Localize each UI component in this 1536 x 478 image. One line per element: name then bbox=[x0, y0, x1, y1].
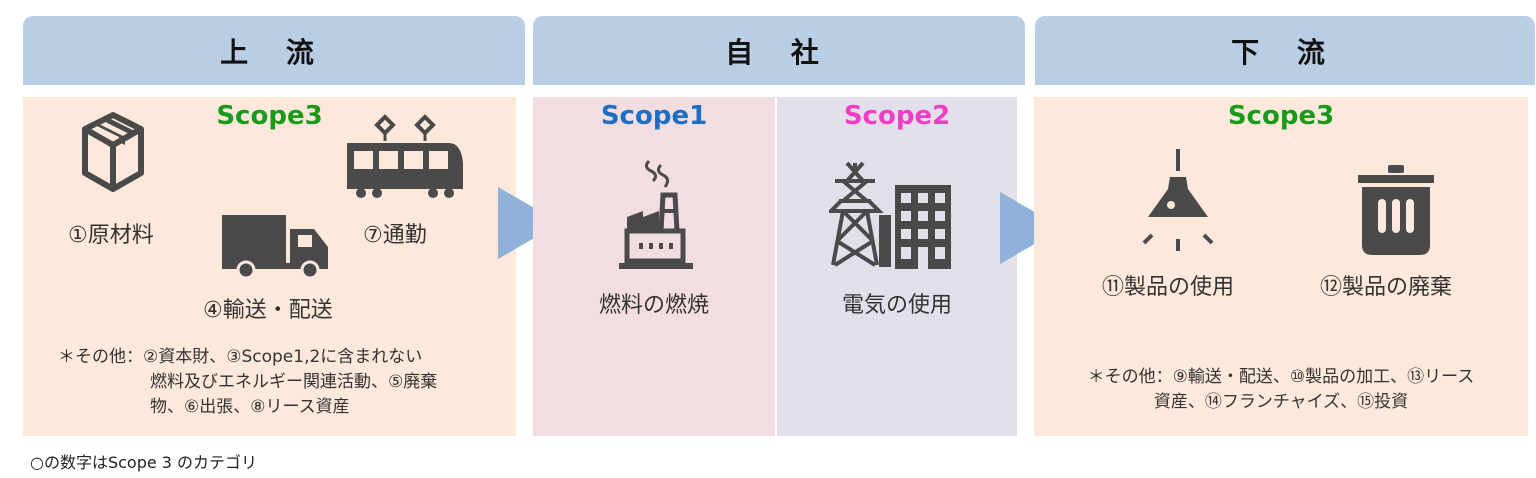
panel-scope2: Scope2 電気の使用 bbox=[777, 97, 1017, 436]
downstream-note-line-1: ＊その他：⑨輸送・配送、⑩製品の加工、⑬リース bbox=[1087, 367, 1475, 387]
header-company: 自 社 bbox=[533, 16, 1025, 85]
header-upstream: 上 流 bbox=[23, 16, 525, 85]
factory-icon bbox=[619, 159, 693, 269]
scope1-label: Scope1 bbox=[600, 101, 708, 131]
box-icon bbox=[82, 112, 144, 192]
item-product-use: ⑪製品の使用 bbox=[1102, 275, 1235, 300]
panel-downstream: Scope3 ⑪製品の使用 ⑫製品の廃棄 ＊その他：⑨輸送・配送、⑩製品の加工、… bbox=[1034, 97, 1528, 436]
truck-icon bbox=[222, 215, 328, 279]
panel-upstream: Scope3 ①原材料 ④輸送・配送 ⑦通勤 ＊その他：②資本財、③Scope1… bbox=[23, 97, 516, 436]
footnote: ○の数字はScope 3 のカテゴリ bbox=[30, 453, 258, 472]
power-tower-building-icon bbox=[829, 161, 951, 269]
scope3-upstream-label: Scope3 bbox=[216, 101, 323, 131]
lamp-icon bbox=[1142, 149, 1214, 251]
upstream-note-line-2: 燃料及びエネルギー関連活動、⑤廃棄 bbox=[150, 372, 438, 392]
train-icon bbox=[347, 114, 463, 198]
scope2-label: Scope2 bbox=[843, 101, 951, 131]
item-fuel-combustion: 燃料の燃焼 bbox=[598, 293, 709, 318]
item-transport: ④輸送・配送 bbox=[203, 298, 333, 323]
item-raw-materials: ①原材料 bbox=[68, 223, 154, 248]
upstream-note-line-1: ＊その他：②資本財、③Scope1,2に含まれない bbox=[58, 347, 423, 367]
header-downstream: 下 流 bbox=[1035, 16, 1535, 85]
trash-icon bbox=[1358, 165, 1434, 255]
downstream-note: ＊その他：⑨輸送・配送、⑩製品の加工、⑬リース 資産、⑭フランチャイズ、⑮投資 bbox=[1034, 365, 1528, 415]
downstream-note-line-2: 資産、⑭フランチャイズ、⑮投資 bbox=[1153, 392, 1409, 412]
scope3-downstream-label: Scope3 bbox=[1227, 101, 1335, 131]
upstream-note: ＊その他：②資本財、③Scope1,2に含まれない 燃料及びエネルギー関連活動、… bbox=[58, 345, 437, 420]
upstream-note-line-3: 物、⑥出張、⑧リース資産 bbox=[150, 397, 350, 417]
item-commuting: ⑦通勤 bbox=[363, 223, 427, 248]
item-product-disposal: ⑫製品の廃棄 bbox=[1320, 275, 1453, 300]
item-electricity-use: 電気の使用 bbox=[841, 293, 952, 318]
panel-scope1: Scope1 燃料の燃焼 bbox=[533, 97, 775, 436]
